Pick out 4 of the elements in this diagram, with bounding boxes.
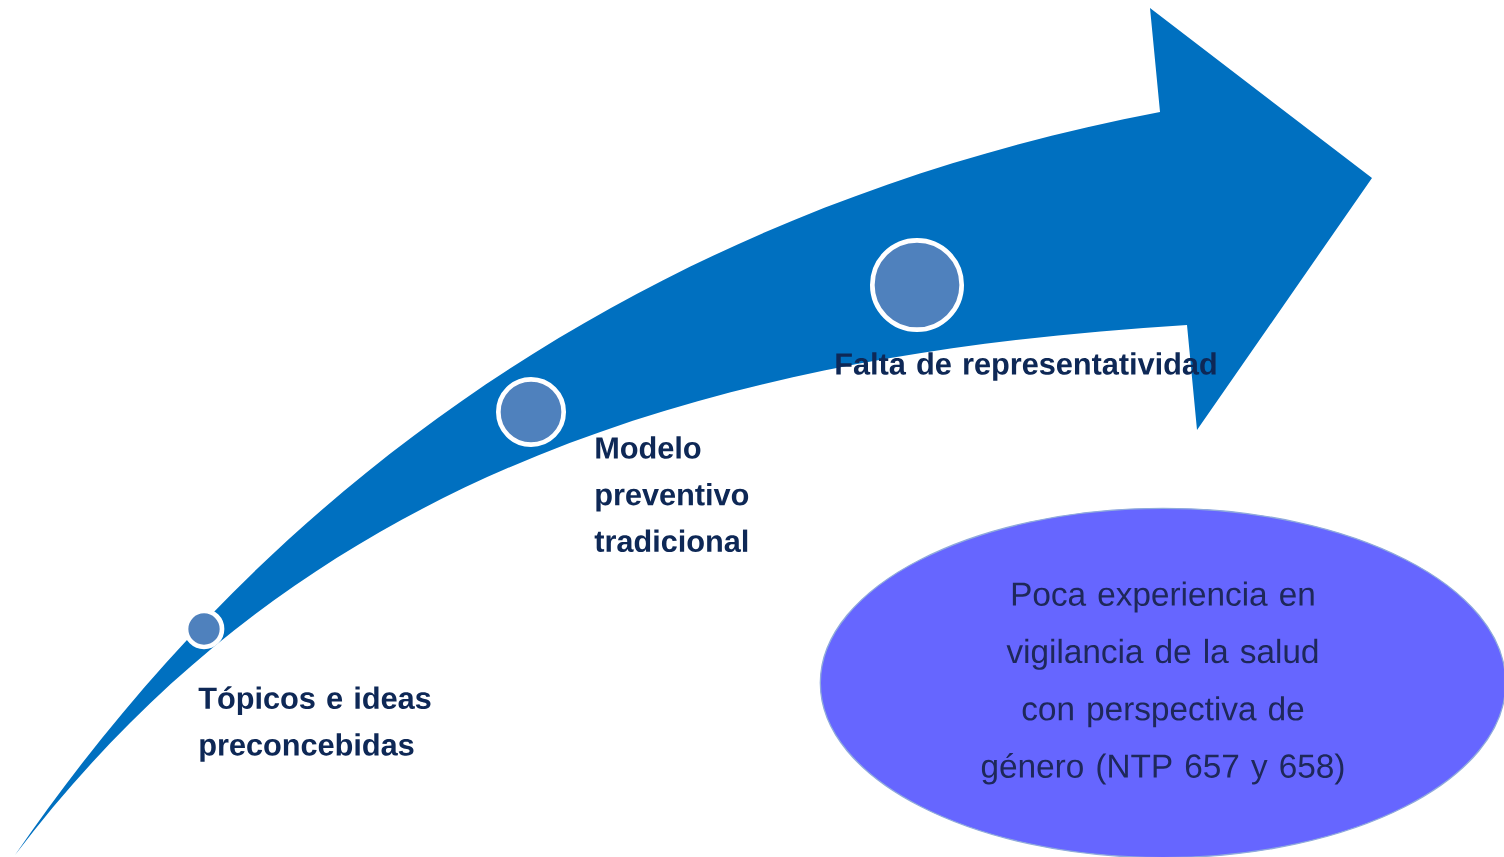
milestone-label: Modelo preventivo tradicional [594, 436, 749, 553]
milestone-label: Tópicos e ideas preconcebidas [198, 686, 431, 762]
timeline-dot [870, 238, 964, 332]
ellipse-callout: Poca experiencia en vigilancia de la salud con perspectiva de género (NTP 657 y 658) [819, 507, 1504, 857]
